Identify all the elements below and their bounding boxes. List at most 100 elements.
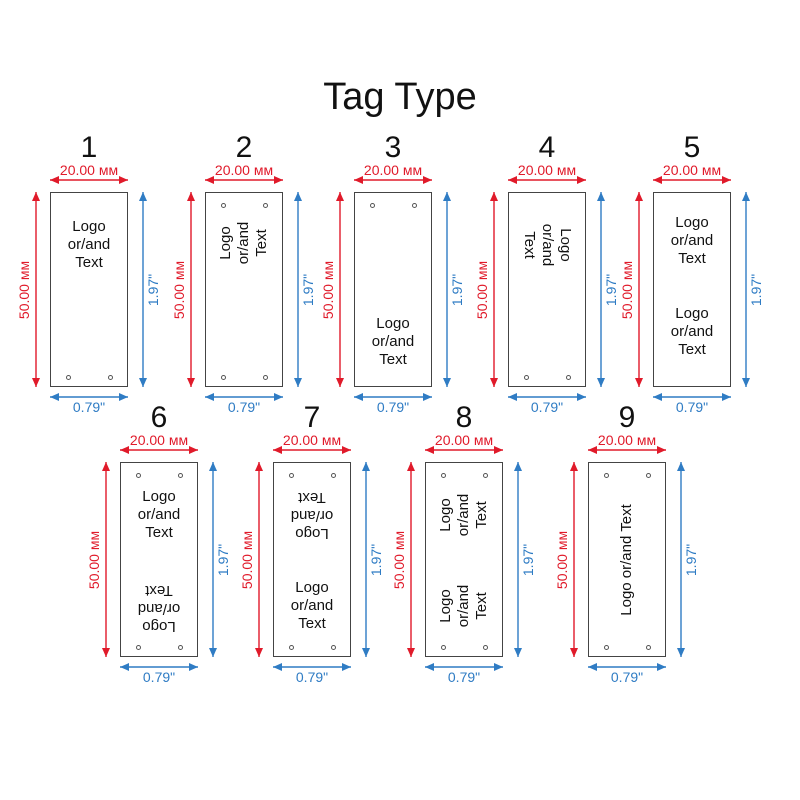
arrow-head — [119, 176, 128, 184]
width-imperial-label: 0.79" — [447, 669, 481, 685]
arrow-head — [342, 663, 351, 671]
width-imperial-label: 0.79" — [530, 399, 564, 415]
height-metric-label: 50.00 мм — [239, 530, 255, 589]
width-imperial-label: 0.79" — [142, 669, 176, 685]
arrow-head — [139, 192, 147, 201]
arrow-head — [443, 378, 451, 387]
hole-icon — [482, 472, 488, 478]
arrow-head — [423, 393, 432, 401]
height-imperial-label: 1.97" — [300, 273, 316, 306]
tag-number: 8 — [455, 401, 473, 434]
arrow-head — [653, 176, 662, 184]
hole-icon — [482, 644, 488, 650]
hole-icon — [330, 644, 336, 650]
arrow-head — [494, 663, 503, 671]
hole-icon — [65, 374, 71, 380]
tag-label: Logo or/and Text — [67, 217, 111, 271]
hole-icon — [288, 644, 294, 650]
arrow-head — [508, 393, 517, 401]
arrow-head — [597, 192, 605, 201]
arrow-head — [653, 393, 662, 401]
arrow-head — [577, 393, 586, 401]
arrow-head — [588, 663, 597, 671]
height-metric-label: 50.00 мм — [86, 530, 102, 589]
height-metric-label: 50.00 мм — [320, 260, 336, 319]
hole-icon — [440, 472, 446, 478]
arrow-head — [336, 378, 344, 387]
width-metric-label: 20.00 мм — [363, 162, 423, 178]
arrow-head — [354, 393, 363, 401]
page-title: Tag Type — [323, 76, 477, 118]
arrow-head — [120, 663, 129, 671]
tag-label: Logo or/and Text — [290, 488, 334, 542]
tag-outline — [653, 192, 731, 387]
arrow-head — [425, 446, 434, 454]
tag-outline — [425, 462, 503, 657]
width-metric-label: 20.00 мм — [129, 432, 189, 448]
arrow-head — [443, 192, 451, 201]
hole-icon — [440, 644, 446, 650]
arrow-head — [570, 462, 578, 471]
tag-number: 1 — [80, 131, 98, 164]
hole-icon — [135, 644, 141, 650]
arrow-head — [102, 648, 110, 657]
width-imperial-label: 0.79" — [227, 399, 261, 415]
hole-icon — [177, 472, 183, 478]
width-imperial-label: 0.79" — [610, 669, 644, 685]
hole-icon — [288, 472, 294, 478]
arrow-head — [657, 663, 666, 671]
tag-label: Logo or/and Text — [670, 305, 714, 359]
arrow-head — [514, 462, 522, 471]
tag-outline — [508, 192, 586, 387]
hole-icon — [603, 472, 609, 478]
arrow-head — [32, 378, 40, 387]
arrow-head — [205, 176, 214, 184]
arrow-head — [407, 648, 415, 657]
height-imperial-label: 1.97" — [368, 543, 384, 576]
arrow-head — [255, 648, 263, 657]
arrow-head — [274, 393, 283, 401]
arrow-head — [209, 648, 217, 657]
arrow-head — [677, 648, 685, 657]
hole-icon — [135, 472, 141, 478]
arrow-head — [342, 446, 351, 454]
tag-number: 3 — [384, 131, 402, 164]
hole-icon — [262, 374, 268, 380]
arrow-head — [209, 462, 217, 471]
tag-number: 2 — [235, 131, 253, 164]
width-metric-label: 20.00 мм — [517, 162, 577, 178]
tag-label: Logo or/and Text — [290, 579, 334, 633]
hole-icon — [107, 374, 113, 380]
arrow-head — [635, 378, 643, 387]
tag-outline — [120, 462, 198, 657]
arrow-head — [336, 192, 344, 201]
arrow-head — [588, 446, 597, 454]
tag-number: 5 — [683, 131, 701, 164]
tag-number: 6 — [150, 401, 168, 434]
arrow-head — [102, 462, 110, 471]
tag-label: Logo or/and Text — [371, 315, 415, 369]
arrow-head — [354, 176, 363, 184]
hole-icon — [603, 644, 609, 650]
tag-label: Logo or/and Text — [217, 221, 270, 264]
height-metric-label: 50.00 мм — [391, 530, 407, 589]
arrow-head — [635, 192, 643, 201]
width-metric-label: 20.00 мм — [282, 432, 342, 448]
width-imperial-label: 0.79" — [675, 399, 709, 415]
height-metric-label: 50.00 мм — [554, 530, 570, 589]
arrow-head — [490, 192, 498, 201]
height-metric-label: 50.00 мм — [619, 260, 635, 319]
arrow-head — [423, 176, 432, 184]
tag-outline — [588, 462, 666, 657]
height-metric-label: 50.00 мм — [474, 260, 490, 319]
height-imperial-label: 1.97" — [215, 543, 231, 576]
arrow-head — [187, 378, 195, 387]
hole-icon — [220, 202, 226, 208]
arrow-head — [189, 663, 198, 671]
height-metric-label: 50.00 мм — [171, 260, 187, 319]
width-metric-label: 20.00 мм — [434, 432, 494, 448]
arrow-head — [508, 176, 517, 184]
height-imperial-label: 1.97" — [603, 273, 619, 306]
arrow-head — [597, 378, 605, 387]
